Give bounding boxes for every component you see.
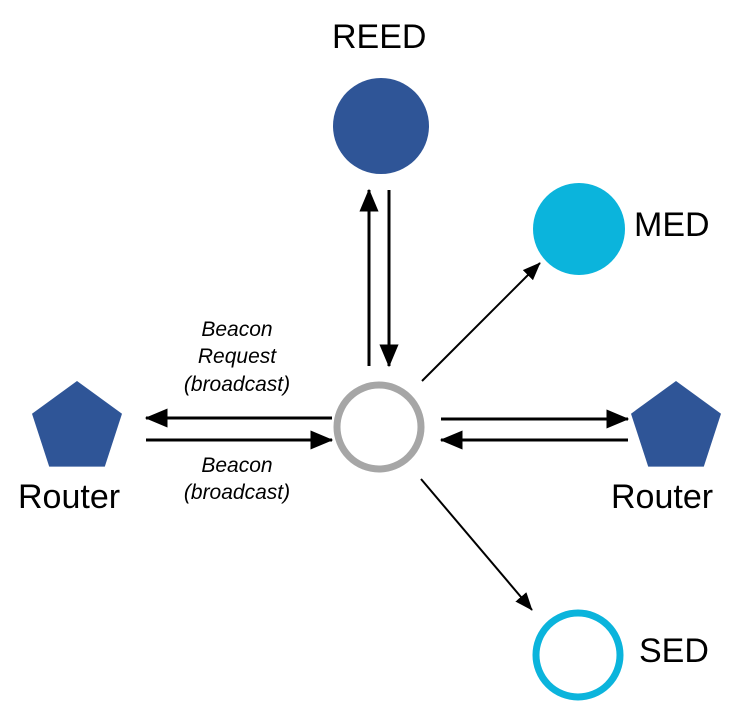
edge-label-line: (broadcast) (183, 372, 291, 396)
edge-label-line: Beacon (201, 318, 273, 341)
node-med-shape[interactable] (533, 183, 625, 275)
edge-label-line: (broadcast) (183, 481, 291, 505)
node-label-router-left: Router (18, 478, 121, 516)
node-label-med: MED (634, 206, 710, 244)
node-router-left-shape[interactable] (32, 381, 122, 467)
node-router-right-shape[interactable] (631, 381, 721, 467)
edge-center-to-med (421, 262, 541, 382)
edge-label-line: Request (197, 345, 277, 369)
node-center-shape[interactable] (333, 381, 425, 473)
edge-label-beacon: Beacon (broadcast) (157, 452, 317, 507)
node-reed-shape[interactable] (333, 78, 429, 174)
edge-center-to-sed (420, 478, 533, 611)
node-sed-shape[interactable] (532, 609, 624, 701)
node-label-sed: SED (639, 632, 709, 670)
edge-label-beacon-request: Beacon Request (broadcast) (157, 316, 317, 398)
edge-label-line: Beacon (201, 454, 273, 477)
node-label-reed: REED (332, 18, 427, 56)
node-label-router-right: Router (611, 478, 714, 516)
